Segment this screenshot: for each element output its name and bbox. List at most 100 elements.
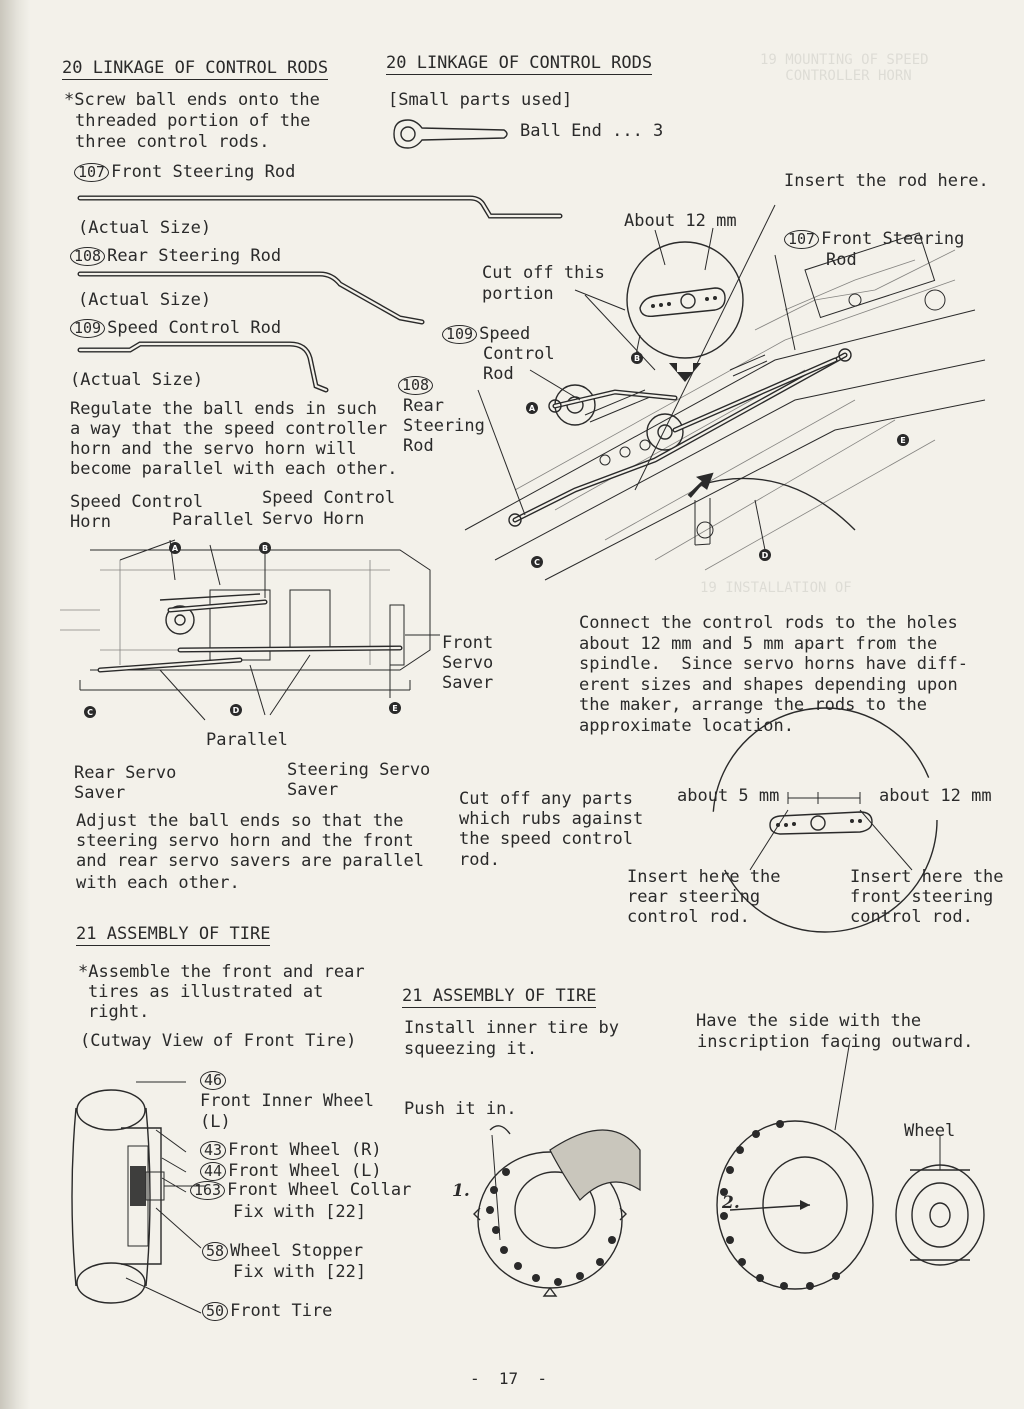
adjust-line-2: steering servo horn and the front	[76, 831, 414, 851]
parallel-label: Parallel	[206, 730, 288, 750]
marker-E: E	[900, 436, 905, 445]
insert-rod-here: Insert the rod here.	[784, 171, 989, 191]
part-number-107: 107	[74, 163, 110, 182]
regulate-line-2: a way that the speed controller	[70, 419, 388, 439]
rod-107-name: Front Steering Rod	[111, 162, 296, 182]
ball-end-quantity: Ball End ... 3	[520, 121, 664, 141]
about-5mm-label: about 5 mm	[677, 786, 780, 806]
adjust-line-3: and rear servo savers are parallel	[76, 851, 424, 871]
part-number-109: 109	[70, 319, 106, 338]
install-line-1: Install inner tire by	[404, 1018, 619, 1038]
front-steering-rod-drawing	[77, 195, 563, 219]
wheel-label: Wheel	[904, 1121, 956, 1141]
chassis-linkage-diagram: A B C D E	[60, 539, 440, 721]
tire-part-50-name: Front Tire	[230, 1301, 333, 1321]
rear-servo-saver-1: Rear Servo	[74, 763, 177, 783]
front-tire-cutaway-drawing	[71, 1081, 206, 1314]
right-linkage-heading: 20 LINKAGE OF CONTROL RODS	[386, 53, 653, 75]
tire-part-43-name: Front Wheel (R)	[228, 1140, 382, 1160]
speed-control-rod-drawing	[77, 341, 329, 393]
speed-control-rod-label-2: Control	[483, 344, 555, 364]
steering-servo-saver-2: Saver	[287, 780, 339, 800]
cut-off-any-3: the speed control	[459, 829, 633, 849]
install-line-2: squeezing it.	[404, 1039, 538, 1059]
connect-line-3: spindle. Since servo horns have diff-	[579, 654, 968, 674]
rod-107-size: (Actual Size)	[78, 218, 212, 238]
front-servo-saver-3: Saver	[442, 673, 494, 693]
right-tire-heading: 21 ASSEMBLY OF TIRE	[402, 986, 597, 1008]
tire-intro-line-2: tires as illustrated at	[88, 982, 324, 1002]
connect-line-4: erent sizes and shapes depending upon	[579, 675, 958, 695]
speed-control-servo-horn-label-1: Speed Control	[262, 488, 396, 508]
insert-front-3: control rod.	[850, 907, 973, 927]
part-number-50: 50	[202, 1302, 229, 1321]
marker-B: B	[262, 544, 268, 553]
tire-assembly-illustrations	[473, 1039, 985, 1297]
marker-C: C	[87, 708, 93, 717]
rear-servo-saver-2: Saver	[74, 783, 126, 803]
tire-part-58-name: Wheel Stopper	[230, 1241, 364, 1261]
tire-part-46: 46	[200, 1070, 228, 1091]
front-steering-rod-name: Front Steering	[821, 229, 965, 249]
connect-line-5: the maker, arrange the rods to the	[579, 695, 927, 715]
speed-control-servo-horn-label-2: Servo Horn	[262, 509, 365, 529]
connect-line-1: Connect the control rods to the holes	[579, 613, 958, 633]
cut-off-any-2: which rubs against	[459, 809, 644, 829]
page-number: - 17 -	[470, 1369, 548, 1388]
adjust-line-4: with each other.	[76, 873, 240, 893]
rod-109-size: (Actual Size)	[70, 370, 204, 390]
cutaway-caption: (Cutway View of Front Tire)	[80, 1031, 357, 1051]
insert-rear-3: control rod.	[627, 907, 750, 927]
regulate-line-4: become parallel with each other.	[70, 459, 398, 479]
horn-parallel-label: Parallel	[172, 510, 254, 530]
regulate-line-1: Regulate the ball ends in such	[70, 399, 378, 419]
part-number-108-right: 108	[398, 376, 434, 395]
rod-109-name: Speed Control Rod	[107, 318, 282, 338]
show-through-text: 19 MOUNTING OF SPEED CONTROLLER HORN	[760, 52, 929, 84]
insert-front-1: Insert here the	[850, 867, 1004, 887]
front-steering-rod-label-2: Rod	[826, 250, 857, 270]
regulate-line-3: horn and the servo horn will	[70, 439, 357, 459]
isometric-chassis-diagram: A B C D E	[464, 204, 986, 581]
about-12mm-small-label: about 12 mm	[879, 786, 992, 806]
show-through-text: 19 INSTALLATION OF	[700, 580, 852, 596]
marker-C: C	[534, 558, 540, 567]
cut-off-any-1: Cut off any parts	[459, 789, 633, 809]
insert-front-2: front steering	[850, 887, 994, 907]
tire-part-46-name: Front Inner Wheel	[200, 1091, 374, 1111]
cut-off-portion-2: portion	[482, 284, 554, 304]
front-servo-saver-1: Front	[442, 633, 494, 653]
marker-A: A	[529, 404, 536, 413]
linkage-intro-line-1: *Screw ball ends onto the	[64, 90, 320, 110]
part-number-109-right: 109	[442, 325, 478, 344]
step-2-number: 2.	[722, 1193, 740, 1213]
tire-part-163-fix: Fix with [22]	[233, 1202, 367, 1222]
servo-horn-diagram	[712, 707, 938, 933]
tire-part-44-name: Front Wheel (L)	[228, 1161, 382, 1181]
front-servo-saver-2: Servo	[442, 653, 494, 673]
step-1-number: 1.	[452, 1181, 470, 1201]
inscription-line-1: Have the side with the	[696, 1011, 922, 1031]
connect-line-2: about 12 mm and 5 mm apart from the	[579, 634, 938, 654]
ball-end-icon	[393, 119, 508, 149]
rear-steering-rod-label-3: Rod	[403, 436, 434, 456]
insert-rear-2: rear steering	[627, 887, 761, 907]
marker-D: D	[233, 706, 240, 715]
cut-off-portion-1: Cut off this	[482, 263, 605, 283]
adjust-line-1: Adjust the ball ends so that the	[76, 811, 404, 831]
page-binding-shadow	[0, 0, 30, 1409]
inscription-line-2: inscription facing outward.	[697, 1032, 974, 1052]
marker-E: E	[392, 704, 397, 713]
part-number-58: 58	[202, 1242, 229, 1261]
marker-D: D	[762, 551, 769, 560]
speed-control-rod-label-3: Rod	[483, 364, 514, 384]
tire-intro-line-3: right.	[88, 1002, 150, 1022]
rear-steering-rod-label-1: Rear	[403, 396, 444, 416]
rear-steering-rod-drawing	[77, 271, 425, 325]
marker-A: A	[172, 544, 179, 553]
steering-servo-saver-1: Steering Servo	[287, 760, 431, 780]
